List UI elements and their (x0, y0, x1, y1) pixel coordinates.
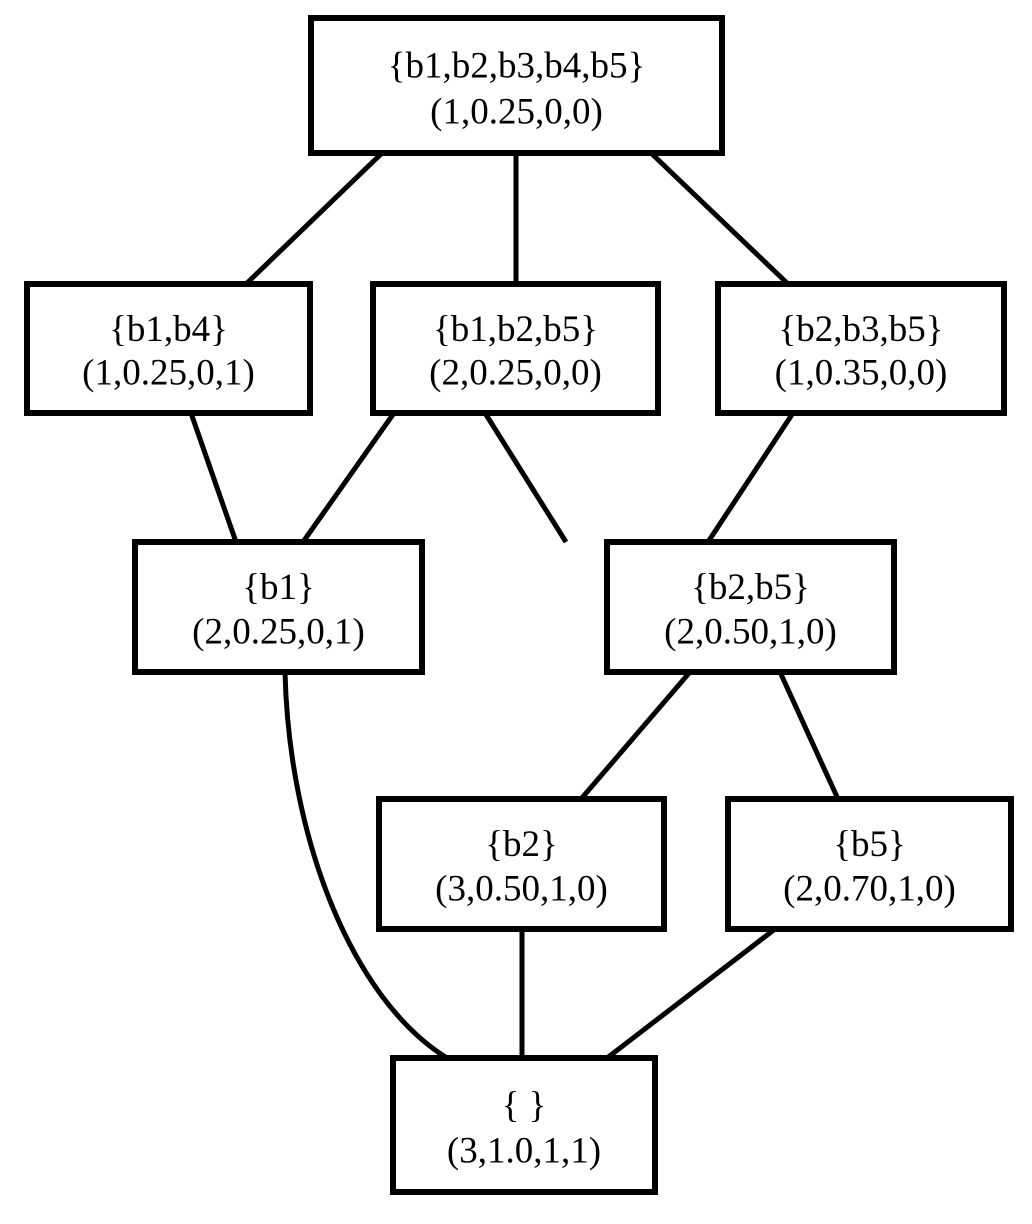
node-tuple-label: (1,0.25,0,1) (82, 353, 255, 394)
edges-group (188, 151, 841, 1061)
node-tuple-label: (3,1.0,1,1) (447, 1131, 601, 1172)
graph-edge (777, 670, 841, 801)
graph-node[interactable]: {b1}(2,0.25,0,1) (132, 539, 425, 675)
graph-node[interactable]: {b1,b2,b5}(2,0.25,0,0) (370, 281, 661, 416)
node-set-label: {b1,b2,b3,b4,b5} (388, 45, 646, 86)
node-set-label: {b1} (242, 567, 315, 608)
graph-node[interactable]: {b2,b3,b5}(1,0.35,0,0) (715, 281, 1007, 416)
node-box[interactable] (132, 539, 425, 675)
node-box[interactable] (376, 796, 667, 932)
nodes-group: {b1,b2,b3,b4,b5}(1,0.25,0,0){b1,b4}(1,0.… (24, 15, 1014, 1195)
graph-edge (482, 411, 569, 544)
graph-edge (188, 412, 239, 543)
node-tuple-label: (2,0.70,1,0) (783, 868, 956, 909)
graph-node[interactable]: {b1,b4}(1,0.25,0,1) (24, 281, 313, 416)
node-tuple-label: (3,0.50,1,0) (435, 868, 608, 909)
graph-node[interactable]: {b2,b5}(2,0.50,1,0) (604, 539, 897, 675)
graph-node[interactable]: {b5}(2,0.70,1,0) (725, 796, 1014, 932)
node-set-label: { } (502, 1085, 547, 1126)
graph-edge (649, 151, 790, 286)
node-tuple-label: (1,0.25,0,0) (430, 91, 603, 132)
node-box[interactable] (308, 15, 725, 156)
graph-edge (282, 671, 449, 1061)
node-box[interactable] (24, 281, 313, 416)
node-set-label: {b5} (833, 824, 906, 865)
node-box[interactable] (715, 281, 1007, 416)
node-tuple-label: (1,0.35,0,0) (775, 353, 948, 394)
node-set-label: {b1,b2,b5} (433, 309, 598, 350)
graph-edge (244, 151, 384, 286)
node-set-label: {b2,b5} (691, 567, 810, 608)
node-tuple-label: (2,0.25,0,0) (429, 353, 602, 394)
node-box[interactable] (725, 796, 1014, 932)
node-box[interactable] (370, 281, 661, 416)
graph-edge (300, 411, 397, 544)
node-box[interactable] (604, 539, 897, 675)
node-box[interactable] (390, 1055, 658, 1195)
graph-edge (579, 670, 692, 801)
node-tuple-label: (2,0.50,1,0) (664, 611, 837, 652)
graph-edge (605, 927, 777, 1060)
node-set-label: {b2,b3,b5} (778, 309, 943, 350)
graph-node[interactable]: {b2}(3,0.50,1,0) (376, 796, 667, 932)
node-set-label: {b2} (485, 824, 558, 865)
graph-edge (705, 411, 796, 544)
node-set-label: {b1,b4} (109, 309, 228, 350)
node-tuple-label: (2,0.25,0,1) (192, 611, 365, 652)
graph-node[interactable]: { } (3,1.0,1,1) (390, 1055, 658, 1195)
graph-node[interactable]: {b1,b2,b3,b4,b5} (1,0.25,0,0) (308, 15, 725, 156)
